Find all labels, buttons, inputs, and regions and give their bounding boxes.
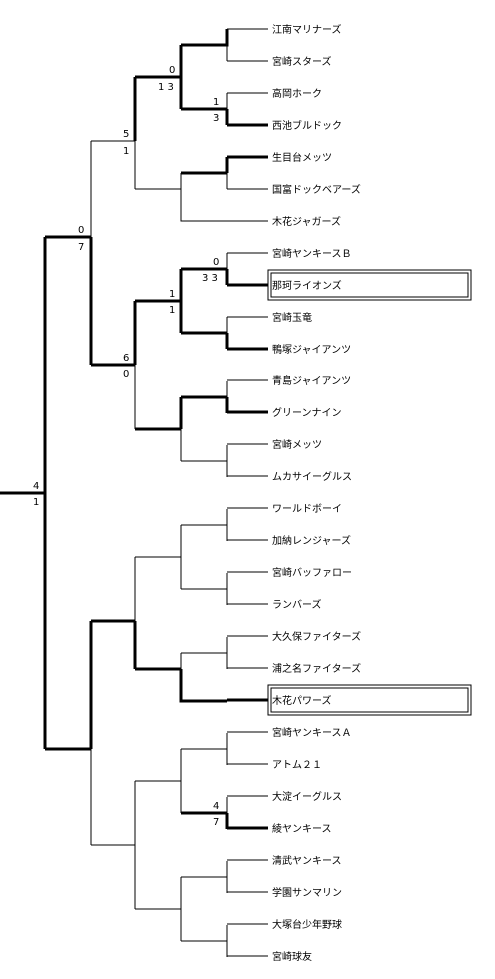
score-r4-a-top: 5 <box>123 129 129 140</box>
score-r2-aya-bottom: 7 <box>213 817 219 828</box>
team-label: 宮崎スターズ <box>272 55 332 68</box>
team-label: 加納レンジャーズ <box>272 534 351 547</box>
team-label: 大久保ファイターズ <box>272 630 361 643</box>
team-label: 宮崎ヤンキースＡ <box>272 726 352 739</box>
score-r2-nakasaki-bottom: 3 3 <box>202 273 218 284</box>
score-r3-naka-bottom: 1 <box>169 305 175 316</box>
team-label: 大淀イーグルス <box>272 790 342 803</box>
team-label: ムカサイーグルス <box>272 470 352 483</box>
team-label: 宮崎メッツ <box>272 438 322 451</box>
match-r3-b-line <box>180 173 227 222</box>
team-label: 青島ジャイアンツ <box>272 374 351 387</box>
score-r2-nishiike: 3 <box>213 113 219 124</box>
score-final-top: 4 <box>33 481 39 492</box>
team-label: 宮崎玉竜 <box>272 311 312 324</box>
team-label: 大塚台少年野球 <box>272 918 342 931</box>
team-label: 綾ヤンキース <box>272 822 332 835</box>
team-label: グリーンナイン <box>272 406 342 419</box>
team-label: 江南マリナーズ <box>272 23 342 36</box>
score-r4-a-bottom: 1 <box>123 146 129 157</box>
team-label: 生目台メッツ <box>272 151 332 164</box>
score-r3-top-loser: 1 3 <box>158 82 174 93</box>
score-r4-b-bottom: 0 <box>123 369 129 380</box>
highlight-box-inner <box>270 687 469 713</box>
score-r2-nakasaki-top: 0 <box>213 257 219 268</box>
team-label: 那珂ライオンズ <box>272 279 342 292</box>
score-r4-b-top: 6 <box>123 353 129 364</box>
team-label: 清武ヤンキース <box>272 854 342 867</box>
highlight-box-outer <box>267 684 472 716</box>
team-label: 宮崎ヤンキースＢ <box>272 247 352 260</box>
score-r2-takaoka: 1 <box>213 97 219 108</box>
score-r5-top: 0 <box>78 225 84 236</box>
score-final-bottom: 1 <box>33 497 39 508</box>
bracket-thin-lines <box>90 28 268 957</box>
team-labels: 江南マリナーズ宮崎スターズ高岡ホーク西池ブルドック生目台メッツ国富ドックベアーズ… <box>272 23 361 963</box>
team-label: ランバーズ <box>272 598 322 611</box>
team-label: 高岡ホーク <box>272 87 322 100</box>
highlight-box-outer <box>267 269 472 301</box>
bracket-winner-lines <box>0 29 268 830</box>
match-r2-a-line <box>181 29 229 47</box>
team-label: 鴨塚ジャイアンツ <box>272 343 351 356</box>
highlight-boxes <box>267 269 472 716</box>
team-label: 木花パワーズ <box>272 694 332 707</box>
match-r3-f-line <box>179 669 227 703</box>
team-label: 宮崎バッファロー <box>272 566 352 579</box>
score-r5-bottom: 7 <box>78 242 84 253</box>
team-label: アトム２１ <box>272 759 322 771</box>
team-label: 木花ジャガーズ <box>272 215 341 228</box>
team-label: 西池ブルドック <box>272 119 342 132</box>
score-labels: 0 1 3 1 3 5 1 0 7 0 3 3 1 1 6 0 4 1 4 7 <box>33 65 219 828</box>
team-label: ワールドボーイ <box>272 503 342 515</box>
team-label: 学園サンマリン <box>272 886 342 899</box>
team-label: 浦之名ファイターズ <box>272 662 361 675</box>
team-label: 宮崎球友 <box>272 950 312 963</box>
score-r2-aya-top: 4 <box>213 801 219 812</box>
highlight-box-inner <box>270 272 469 298</box>
team-label: 国富ドックベアーズ <box>272 183 361 196</box>
score-r3-top-winner: 0 <box>169 65 175 76</box>
score-r3-naka-top: 1 <box>169 289 175 300</box>
